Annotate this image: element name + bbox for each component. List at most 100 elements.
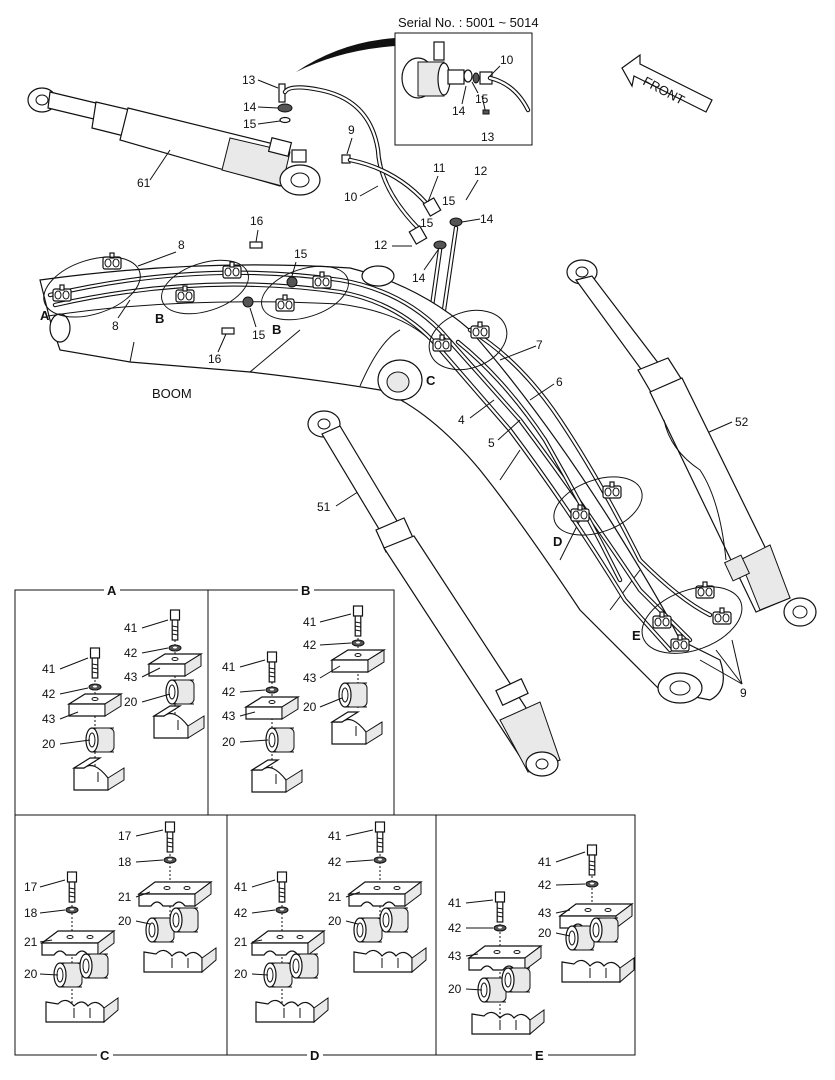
detail-C-label-cap-2: 21 <box>24 935 38 949</box>
detail-E-label-bolt: 41 <box>538 855 552 869</box>
boom-structure <box>39 264 724 704</box>
detail-A-label-washer: 42 <box>124 646 138 660</box>
part-label-9-top: 9 <box>348 123 355 137</box>
part-label-10: 10 <box>344 190 358 204</box>
detail-D-label-washer-2: 42 <box>234 906 248 920</box>
callout-ellipses <box>43 256 743 654</box>
cylinder-fittings <box>277 83 351 164</box>
detail-A-label-bolt: 41 <box>124 621 138 635</box>
part-label-14-inset: 14 <box>452 104 466 118</box>
part-label-12-lower: 12 <box>374 238 388 252</box>
part-label-11: 11 <box>433 161 446 175</box>
detail-B-label-cap: 43 <box>303 671 317 685</box>
part-label-13-top: 13 <box>242 73 256 87</box>
callout-B-left: B <box>155 311 164 326</box>
part-label-15-upper: 15 <box>442 194 456 208</box>
detail-B-label-washer-2: 42 <box>222 685 236 699</box>
detail-C-label-cap: 21 <box>118 890 132 904</box>
detail-C-label-washer: 18 <box>118 855 132 869</box>
main-assembly: Serial No. : 5001 ~ 5014 10 15 14 13 F <box>27 15 817 777</box>
part-label-10-inset: 10 <box>500 53 514 67</box>
callout-E: E <box>632 628 641 643</box>
detail-A <box>68 609 205 791</box>
detail-C <box>41 821 217 1023</box>
detail-B <box>245 605 385 793</box>
detail-panels: A B C D E 41 42 43 20 41 42 <box>14 582 636 1063</box>
detail-C-label-grommet: 20 <box>118 914 132 928</box>
part-label-15-inset: 15 <box>475 92 489 106</box>
part-label-14-top: 14 <box>243 100 257 114</box>
detail-title-B: B <box>301 583 310 598</box>
callout-A: A <box>40 308 50 323</box>
detail-C-label-washer-2: 18 <box>24 906 38 920</box>
detail-A-label-grommet-2: 20 <box>42 737 56 751</box>
detail-E-label-cap: 43 <box>538 906 552 920</box>
callout-D: D <box>553 534 562 549</box>
part-label-8-upper: 8 <box>178 238 185 252</box>
detail-B-label-grommet-2: 20 <box>222 735 236 749</box>
detail-D-label-washer: 42 <box>328 855 342 869</box>
detail-A-label-cap-2: 43 <box>42 712 56 726</box>
detail-E-label-grommet-2: 20 <box>448 982 462 996</box>
part-label-16-lower: 16 <box>208 352 222 366</box>
inset-pointer <box>296 38 395 72</box>
detail-E-label-cap-2: 43 <box>448 949 462 963</box>
part-label-15-boom-lower: 15 <box>252 328 266 342</box>
part-label-61: 61 <box>137 176 151 190</box>
part-label-15-mid: 15 <box>420 216 434 230</box>
detail-title-D: D <box>310 1048 319 1063</box>
serial-number-note: Serial No. : 5001 ~ 5014 <box>398 15 539 30</box>
detail-A-label-bolt-2: 41 <box>42 662 56 676</box>
part-label-13-inset: 13 <box>481 130 495 144</box>
detail-D <box>251 821 427 1023</box>
detail-E <box>468 844 635 1035</box>
detail-E-label-grommet: 20 <box>538 926 552 940</box>
detail-B-label-cap-2: 43 <box>222 709 236 723</box>
detail-A-label-washer-2: 42 <box>42 687 56 701</box>
detail-E-label-washer-2: 42 <box>448 921 462 935</box>
detail-C-label-grommet-2: 20 <box>24 967 38 981</box>
part-label-14-lower: 14 <box>412 271 426 285</box>
part-label-14-upper: 14 <box>480 212 494 226</box>
part-label-6: 6 <box>556 375 563 389</box>
boom-cylinder-right <box>566 259 817 627</box>
front-arrow <box>621 53 713 113</box>
part-label-7: 7 <box>536 338 543 352</box>
detail-B-label-grommet: 20 <box>303 700 317 714</box>
inset-fitting <box>401 41 531 115</box>
detail-C-label-bolt-2: 17 <box>24 880 38 894</box>
detail-B-label-washer: 42 <box>303 638 317 652</box>
part-label-52: 52 <box>735 415 749 429</box>
detail-A-label-cap: 43 <box>124 670 138 684</box>
part-label-16-upper: 16 <box>250 214 264 228</box>
detail-E-label-washer: 42 <box>538 878 552 892</box>
part-label-9-lower: 9 <box>740 686 747 700</box>
part-label-4: 4 <box>458 413 465 427</box>
detail-E-label-bolt-2: 41 <box>448 896 462 910</box>
part-label-15-top: 15 <box>243 117 257 131</box>
detail-D-label-grommet-2: 20 <box>234 967 248 981</box>
boom-cylinder-left <box>307 410 561 777</box>
detail-D-label-bolt-2: 41 <box>234 880 248 894</box>
detail-D-label-cap-2: 21 <box>234 935 248 949</box>
serial-inset-frame <box>394 32 533 146</box>
arm-cylinder <box>27 87 321 196</box>
detail-title-C: C <box>100 1048 110 1063</box>
part-label-8-lower: 8 <box>112 319 119 333</box>
detail-D-label-bolt: 41 <box>328 829 342 843</box>
detail-title-A: A <box>107 583 117 598</box>
part-label-15-boom-upper: 15 <box>294 247 308 261</box>
callout-C: C <box>426 373 436 388</box>
boom-label: BOOM <box>152 386 192 401</box>
detail-C-label-bolt: 17 <box>118 829 132 843</box>
detail-A-label-grommet: 20 <box>124 695 138 709</box>
callout-B-right: B <box>272 322 281 337</box>
detail-D-label-grommet: 20 <box>328 914 342 928</box>
part-label-5: 5 <box>488 436 495 450</box>
part-label-12-upper: 12 <box>474 164 488 178</box>
part-label-51: 51 <box>317 500 331 514</box>
detail-D-label-cap: 21 <box>328 890 342 904</box>
detail-B-label-bolt-2: 41 <box>222 660 236 674</box>
detail-B-label-bolt: 41 <box>303 615 317 629</box>
